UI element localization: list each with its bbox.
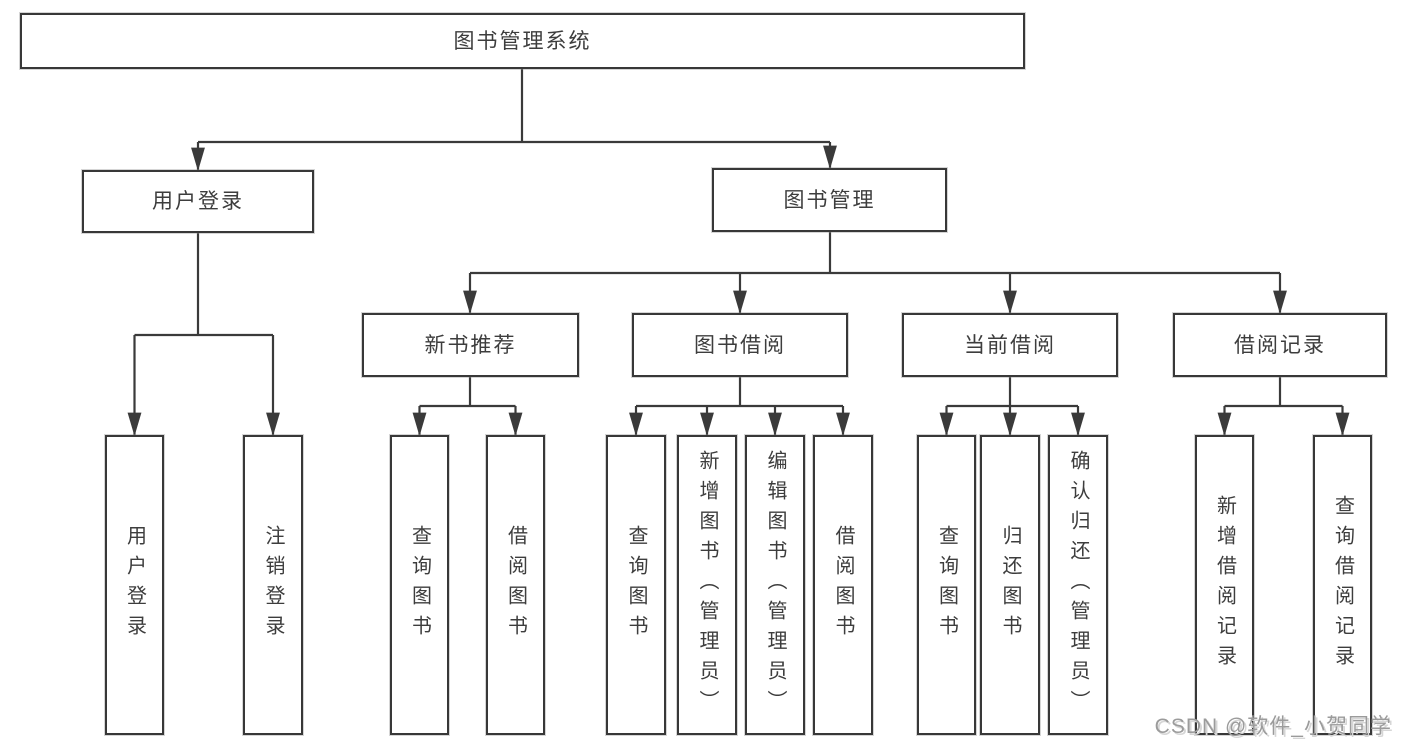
leaf-confirm-return-admin: 确认归还（管理员） — [1048, 435, 1108, 735]
leaf-return-book: 归还图书 — [980, 435, 1040, 735]
leaf-add-book-admin: 新增图书（管理员） — [677, 435, 737, 735]
leaf-query-borrow-record: 查询借阅记录 — [1313, 435, 1372, 735]
book-borrow-box: 图书借阅 — [632, 313, 848, 377]
leaf-borrow-books-recommend: 借阅图书 — [486, 435, 545, 735]
watermark-text: CSDN @软件_小贺同学 — [1154, 715, 1392, 738]
leaf-query-books-recommend: 查询图书 — [390, 435, 449, 735]
root-box-library-system: 图书管理系统 — [20, 13, 1025, 69]
connector-group — [127, 69, 1350, 437]
book-management-box: 图书管理 — [712, 168, 947, 232]
current-borrow-box: 当前借阅 — [902, 313, 1118, 377]
leaf-logout: 注销登录 — [243, 435, 303, 735]
leaf-user-login: 用户登录 — [105, 435, 164, 735]
new-book-recommend-box: 新书推荐 — [362, 313, 579, 377]
leaf-query-books-borrow: 查询图书 — [606, 435, 666, 735]
leaf-edit-book-admin: 编辑图书（管理员） — [745, 435, 805, 735]
borrow-record-box: 借阅记录 — [1173, 313, 1387, 377]
leaf-add-borrow-record: 新增借阅记录 — [1195, 435, 1254, 735]
leaf-query-books-current: 查询图书 — [917, 435, 976, 735]
leaf-borrow-books: 借阅图书 — [813, 435, 873, 735]
user-login-box: 用户登录 — [82, 170, 314, 233]
